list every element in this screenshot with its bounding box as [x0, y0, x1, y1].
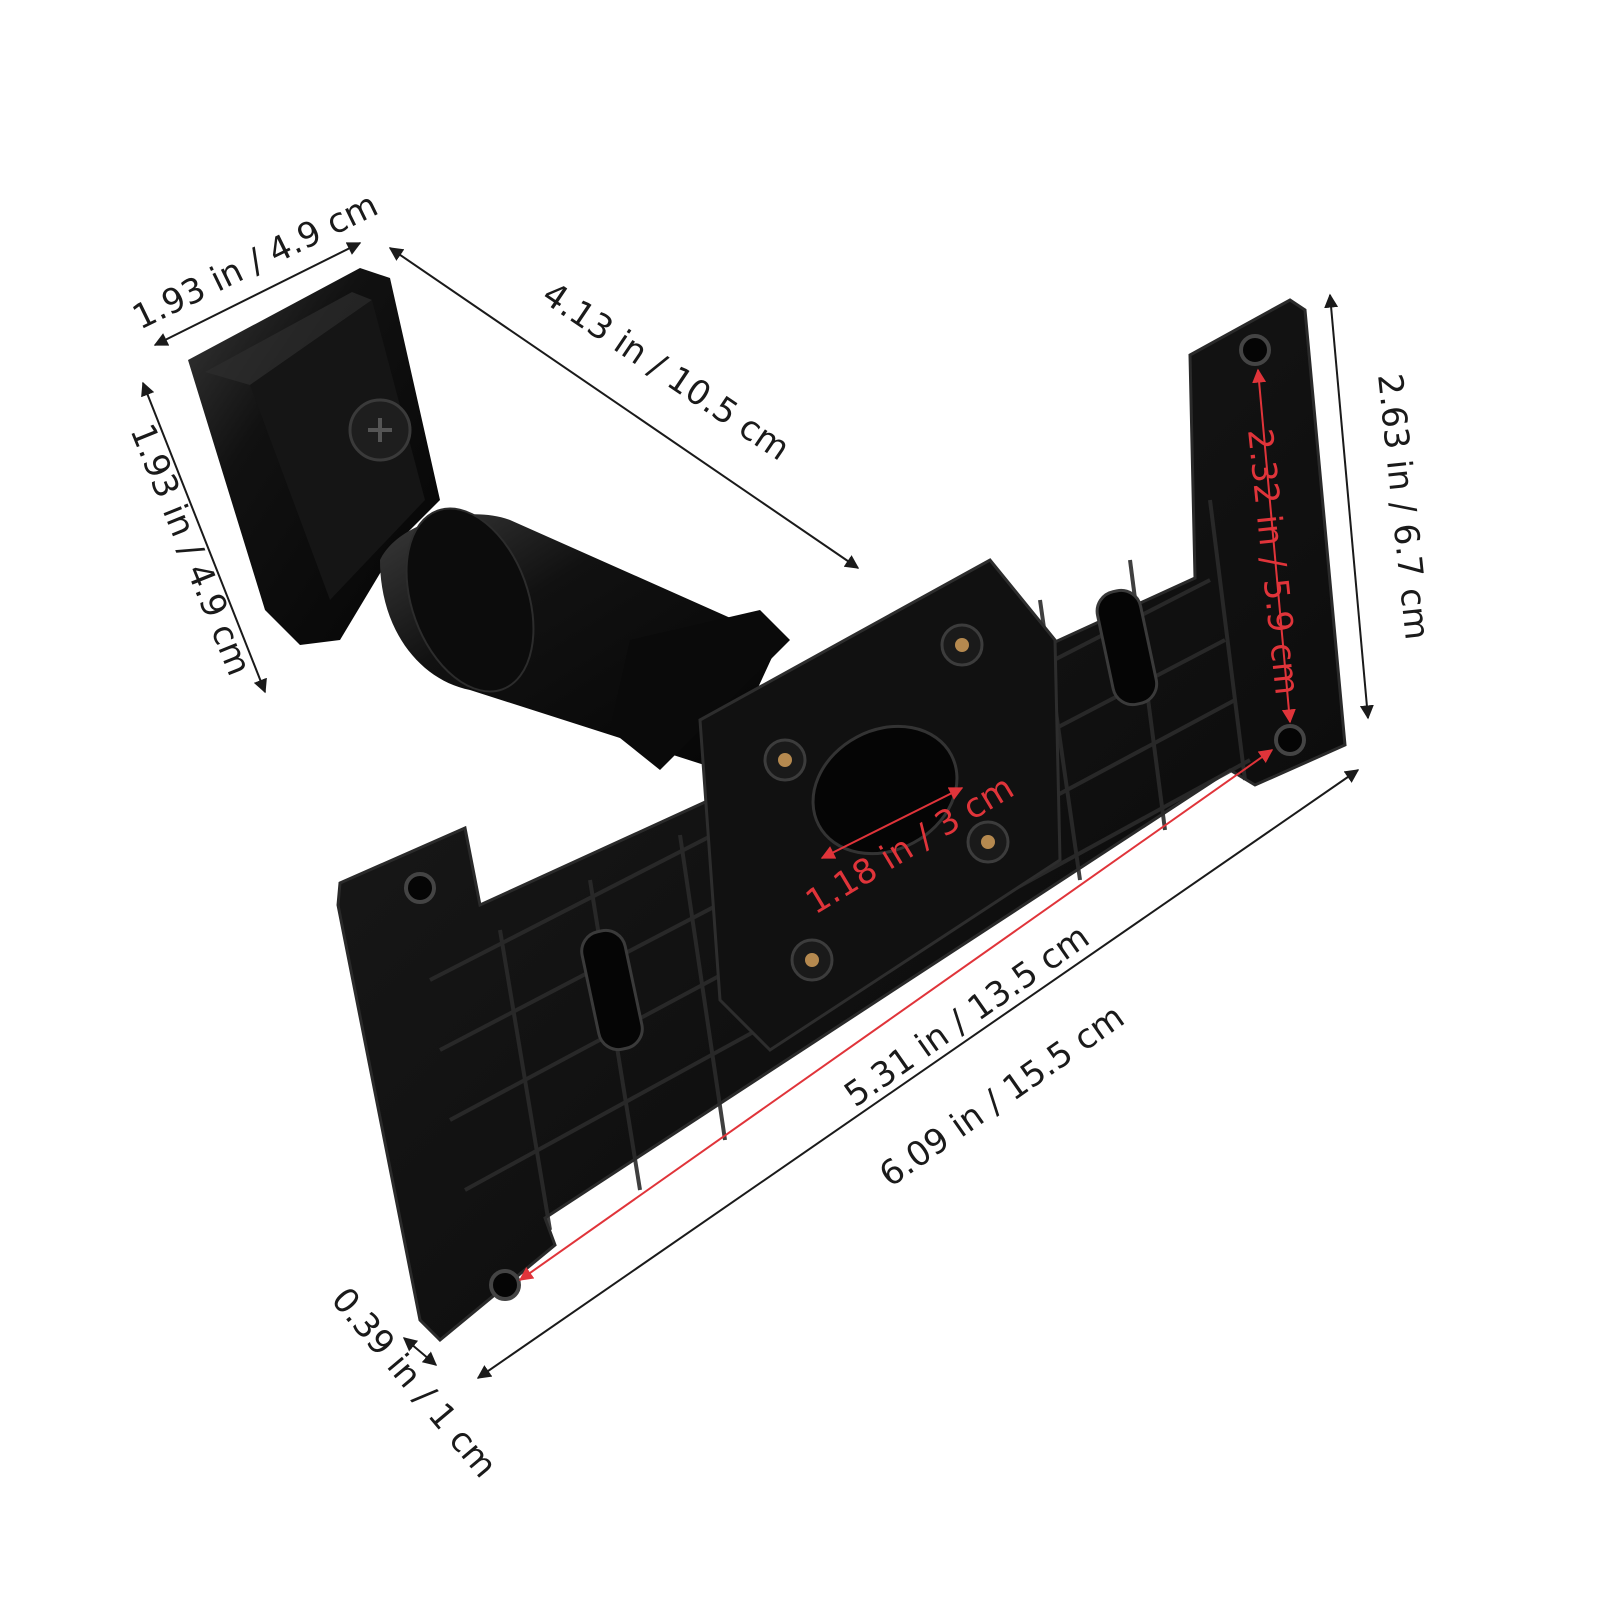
arm-length-label: 4.13 in / 10.5 cm [535, 274, 797, 469]
plate-height-label: 2.63 in / 6.7 cm [1369, 372, 1437, 642]
corner-hole-icon [1239, 334, 1271, 366]
plate-thickness-line [402, 1337, 438, 1366]
clamp-width-line [153, 242, 362, 346]
corner-hole-icon [1274, 724, 1306, 756]
corner-hole-icon [489, 1269, 521, 1301]
plate-height-line [1324, 293, 1374, 720]
plate-length-label: 6.09 in / 15.5 cm [872, 997, 1132, 1195]
vesa-plate [336, 298, 1347, 1343]
arm-length-line [388, 247, 860, 569]
clamp-height-line [141, 381, 267, 694]
corner-hole-icon [404, 872, 436, 904]
hole-spacing-vertical-line [1252, 368, 1296, 724]
right-slot [1095, 588, 1159, 707]
hole-spacing-horizontal-line [518, 749, 1274, 1281]
